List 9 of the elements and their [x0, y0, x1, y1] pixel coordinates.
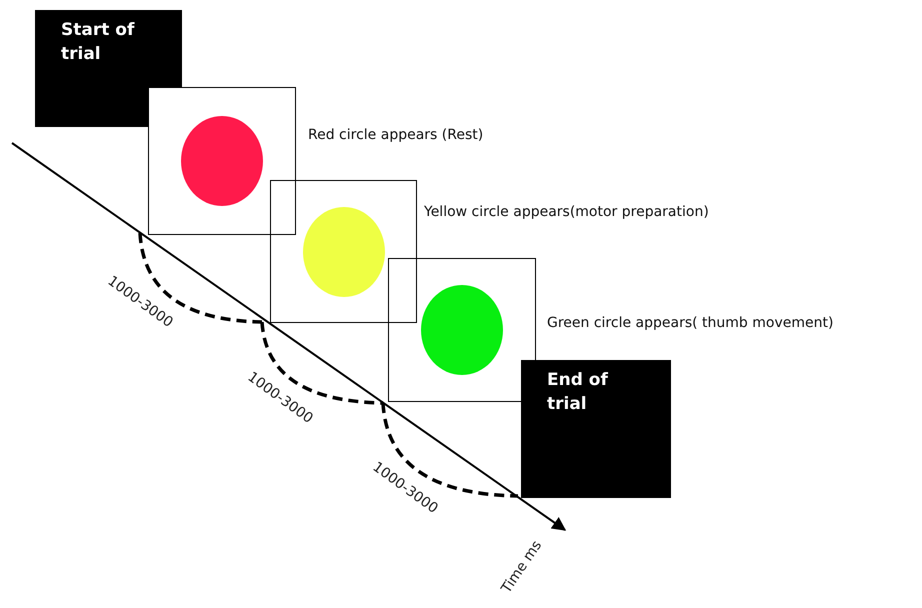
trial-block [35, 10, 182, 127]
stimulus-description: Yellow circle appears(motor preparation) [424, 204, 709, 220]
trial-block [521, 360, 671, 498]
screen-frame [270, 180, 417, 323]
stimulus-description: Green circle appears( thumb movement) [547, 315, 834, 331]
stimulus-description: Red circle appears (Rest) [308, 127, 484, 143]
block-title: Start of trial [61, 20, 134, 64]
screen-frame [388, 258, 536, 402]
block-title: End of trial [547, 370, 608, 414]
